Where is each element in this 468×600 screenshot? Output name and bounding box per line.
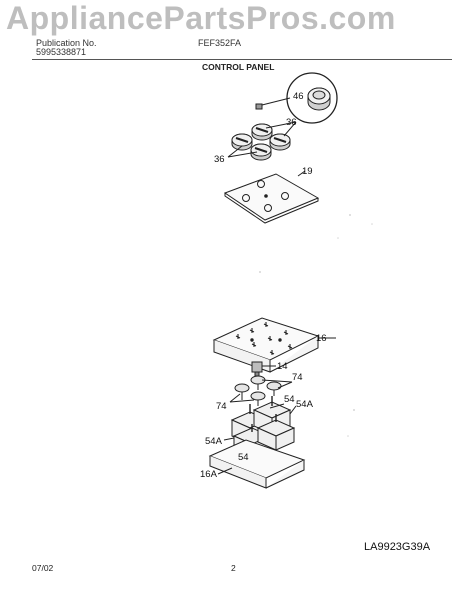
callout-19: 19 — [302, 166, 313, 177]
publication-number: 5995338871 — [36, 47, 87, 57]
bracket-housing — [212, 317, 320, 373]
watermark-logo: AppliancePartsPros.com — [6, 0, 396, 36]
callout-74-upper: 74 — [292, 372, 303, 383]
footer-date: 07/02 — [32, 563, 54, 573]
spacer-group — [234, 375, 282, 406]
control-panel-plate — [223, 173, 320, 224]
switch-group — [230, 396, 296, 459]
model-number: FEF352FA — [198, 38, 242, 48]
base-tray — [208, 439, 306, 489]
callout-14: 14 — [277, 361, 288, 372]
callout-54-upper: 54 — [284, 394, 295, 405]
callout-46: 46 — [293, 91, 304, 102]
publication-label: Publication No. — [36, 38, 97, 48]
knob-group — [231, 123, 291, 161]
knob-cap-detail — [255, 72, 338, 124]
callout-74-lower: 74 — [216, 401, 227, 412]
drawing-number: LA9923G39A — [364, 541, 431, 553]
callout-54-lower: 54 — [238, 452, 249, 463]
callout-36-lower: 36 — [214, 154, 225, 165]
footer-page-number: 2 — [231, 563, 236, 573]
connector — [251, 361, 263, 377]
header-rule — [32, 59, 452, 60]
callout-54A-left: 54A — [205, 436, 222, 447]
callout-16: 16 — [316, 333, 327, 344]
callout-54A-right: 54A — [296, 399, 313, 410]
callout-36-upper: 36 — [286, 117, 297, 128]
section-title: CONTROL PANEL — [202, 62, 275, 72]
callout-16A: 16A — [200, 469, 217, 480]
